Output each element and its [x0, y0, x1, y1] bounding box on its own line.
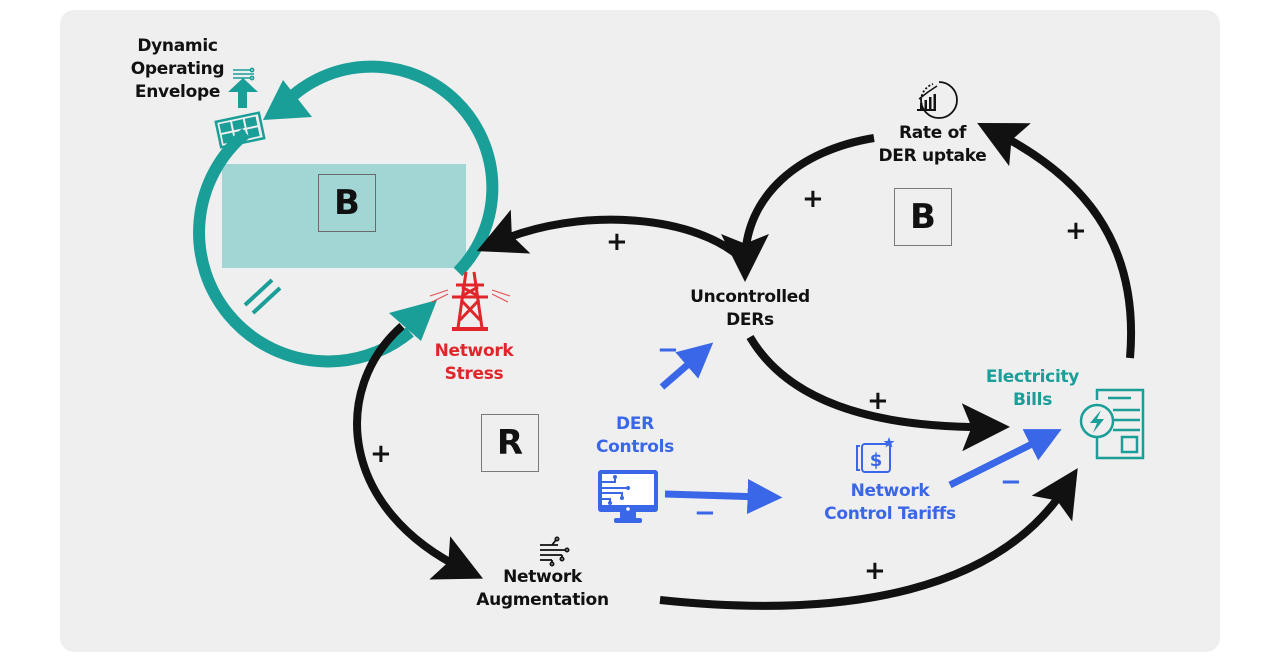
teal-loop-band [222, 164, 466, 268]
uncontrolled-ders-label-line-1: Uncontrolled [690, 287, 810, 307]
polarity-ders-to-bills: + [867, 386, 889, 416]
node-der-controls: DER Controls [580, 413, 690, 459]
polarity-controls-to-ders: − [657, 335, 679, 365]
node-electricity-bills: Electricity Bills [980, 366, 1085, 412]
rate-uptake-label-line-2: DER uptake [878, 146, 987, 166]
node-network-stress: Network Stress [418, 340, 530, 386]
tariffs-label-line-2: Control Tariffs [824, 504, 956, 524]
arrow-stress-to-augmentation [353, 323, 484, 580]
transmission-tower-icon [429, 271, 511, 331]
node-dynamic-operating-envelope: Dynamic Operating Envelope [125, 35, 230, 104]
teal-loop-arrowhead-top [263, 80, 312, 120]
electricity-bills-label-line-2: Bills [1012, 390, 1053, 410]
loop-indicator-reinforcing: R [481, 414, 539, 472]
loop-indicator-balancing-doe: B [318, 174, 376, 232]
arrow-bills-to-uptake [977, 122, 1136, 359]
arrow-tariffs-to-bills [948, 429, 1062, 489]
node-network-augmentation: Network Augmentation [475, 566, 610, 612]
dollar-tariff-icon: $ [856, 437, 895, 473]
circuit-lines-icon [540, 536, 570, 567]
polarity-augmentation-to-bills: + [864, 556, 886, 586]
loop-indicator-balancing-uptake: B [894, 188, 952, 246]
augmentation-label-line-1: Network [503, 567, 582, 587]
arrow-augmentation-to-bills [659, 468, 1078, 610]
electricity-bill-icon [1079, 388, 1145, 460]
teal-loop-arc-bottom [193, 128, 414, 368]
delay-mark-1 [243, 278, 274, 307]
node-uncontrolled-ders: Uncontrolled DERs [680, 286, 820, 332]
node-network-control-tariffs: Network Control Tariffs [815, 480, 965, 526]
doe-label-line-3: Envelope [134, 82, 221, 102]
electricity-bills-label-line-1: Electricity [985, 367, 1080, 387]
rate-uptake-label-line-1: Rate of [898, 123, 967, 143]
der-controls-label-line-1: DER [616, 414, 654, 434]
teal-loop-arrowhead-bottom [389, 300, 437, 341]
polarity-stress-to-augmentation: + [370, 439, 392, 469]
polarity-tariffs-to-bills: − [1000, 467, 1022, 497]
delay-mark-2 [251, 286, 282, 315]
der-controls-label-line-2: Controls [596, 437, 674, 457]
polarity-ders-to-stress: + [606, 227, 628, 257]
arrow-uptake-to-ders [721, 134, 875, 282]
node-rate-of-der-uptake: Rate of DER uptake [870, 122, 995, 168]
doe-label-line-1: Dynamic [137, 36, 218, 56]
network-stress-label-line-1: Network [434, 341, 514, 361]
tariffs-label-line-1: Network [850, 481, 930, 501]
polarity-controls-to-tariffs: − [694, 498, 716, 528]
arrow-controls-to-tariffs [664, 478, 783, 514]
solar-panel-upload-icon [214, 67, 266, 149]
network-stress-label-line-2: Stress [444, 364, 504, 384]
arrow-controls-to-ders [659, 342, 714, 390]
arrow-ders-to-bills [746, 334, 1010, 452]
svg-text:$: $ [870, 450, 883, 471]
polarity-uptake-to-ders: + [802, 184, 824, 214]
polarity-bills-to-uptake: + [1065, 216, 1087, 246]
augmentation-label-line-2: Augmentation [476, 590, 609, 610]
doe-label-line-2: Operating [130, 59, 225, 79]
growth-chart-cycle-icon [917, 81, 958, 119]
computer-circuit-icon [598, 470, 658, 523]
uncontrolled-ders-label-line-2: DERs [726, 310, 774, 330]
